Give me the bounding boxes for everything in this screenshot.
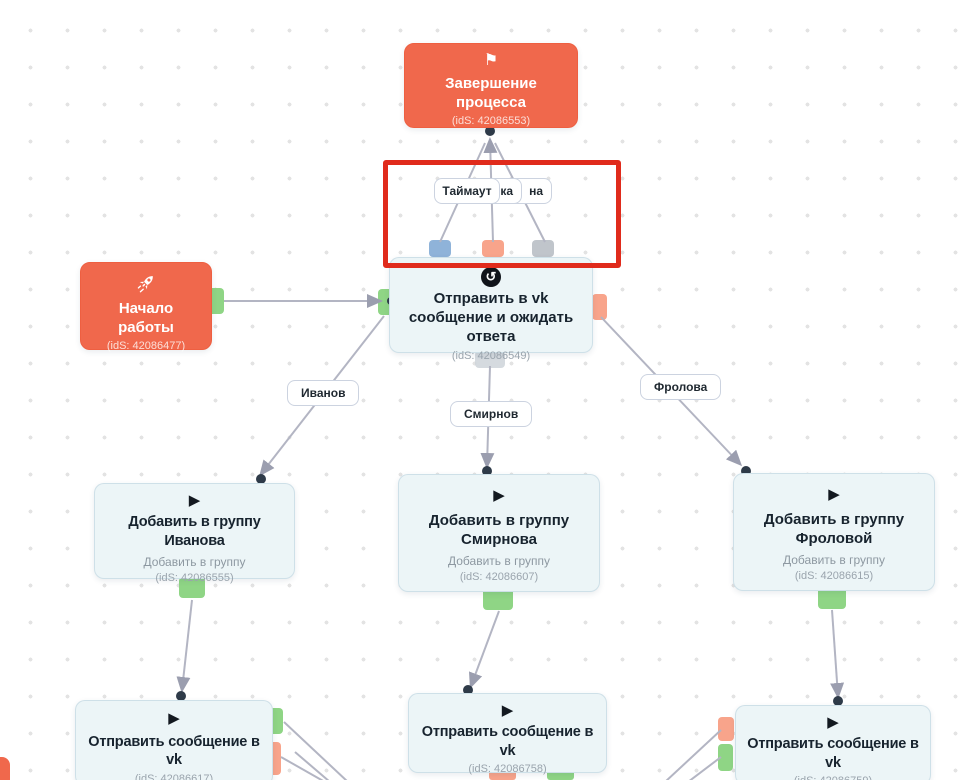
edge-label-frolova[interactable]: Фролова: [640, 374, 722, 400]
edge-label-ivanov[interactable]: Иванов: [287, 380, 360, 406]
node-id: (idS: 42086553): [451, 115, 531, 128]
port-dot-end: [485, 126, 495, 136]
node-subtitle: Добавить в группу: [143, 555, 246, 570]
node-title: Добавить в группу Иванова: [128, 514, 261, 549]
edge-group1-send1[interactable]: [176, 599, 193, 693]
edge-label-timeout[interactable]: Таймаут: [434, 178, 500, 204]
connector-send3-salmon[interactable]: [718, 717, 734, 741]
play-icon: ▶: [188, 492, 201, 509]
node-title: Начало работы: [118, 300, 174, 337]
reply-icon: ↺: [481, 267, 501, 287]
node-title: Отправить сообщение в vk: [747, 736, 919, 771]
play-icon: ▶: [827, 714, 839, 731]
edge-send1-out-3[interactable]: [294, 751, 330, 780]
node-id: (idS: 42086617): [134, 773, 214, 780]
port-dot-send2: [463, 685, 473, 695]
play-icon: ▶: [493, 486, 505, 504]
node-subtitle: Добавить в группу: [783, 553, 885, 568]
connector-wait-top-blue[interactable]: [429, 240, 451, 257]
node-title: Отправить сообщение в vk: [88, 733, 260, 769]
edge-send3-in-2[interactable]: [688, 756, 722, 780]
connector-wait-top-gray[interactable]: [532, 240, 554, 257]
play-icon: ▶: [168, 710, 180, 728]
connector-wait-out-bottom[interactable]: [475, 351, 505, 368]
connector-send3-green[interactable]: [718, 744, 733, 771]
node-id: (idS: 42086758): [468, 763, 547, 776]
node-id: (idS: 42086549): [451, 349, 531, 362]
node-group-smirnova[interactable]: ▶ Добавить в группу Смирнова Добавить в …: [398, 474, 600, 592]
node-title: Отправить в vk сообщение и ожидать ответ…: [408, 290, 574, 346]
node-id: (idS: 42086615): [794, 570, 874, 583]
node-subtitle: Добавить в группу: [448, 554, 550, 569]
play-icon: ▶: [501, 702, 514, 719]
node-start[interactable]: Начало работы (idS: 42086477): [80, 262, 212, 353]
edge-group2-send2[interactable]: [468, 610, 500, 689]
node-id: (idS: 42086607): [459, 571, 539, 584]
port-dot-send3: [833, 696, 843, 706]
node-id: (idS: 42086759): [794, 775, 872, 780]
node-vk-wait-reply[interactable]: ↺ Отправить в vk сообщение и ожидать отв…: [389, 257, 593, 362]
connector-wait-top-salmon[interactable]: [482, 240, 504, 257]
node-id: (idS: 42086555): [155, 572, 234, 585]
connector-group3-out[interactable]: [818, 587, 846, 609]
flag-icon: ⚑: [483, 52, 499, 69]
play-icon: ▶: [828, 485, 840, 503]
node-vk-send-3[interactable]: ▶ Отправить сообщение в vk (idS: 4208675…: [735, 705, 931, 780]
node-title: Добавить в группу Фроловой: [763, 511, 905, 548]
port-dot-group1: [256, 474, 266, 484]
node-end-process[interactable]: ⚑ Завершение процесса (idS: 42086553): [404, 43, 578, 128]
connector-group1-out[interactable]: [179, 577, 205, 598]
connector-wait-out-right[interactable]: [592, 294, 607, 320]
edge-group3-send3[interactable]: [830, 609, 845, 699]
node-group-frolova[interactable]: ▶ Добавить в группу Фроловой Добавить в …: [733, 473, 935, 591]
partial-node-corner[interactable]: [0, 757, 10, 780]
rocket-icon: [135, 272, 157, 294]
node-title: Добавить в группу Смирнова: [428, 512, 570, 549]
node-vk-send-2[interactable]: ▶ Отправить сообщение в vk (idS: 4208675…: [408, 693, 607, 776]
node-title: Завершение процесса: [445, 75, 537, 112]
edge-send1-out-1[interactable]: [283, 721, 348, 780]
connector-group2-out[interactable]: [483, 588, 513, 610]
edge-send3-in-1[interactable]: [665, 729, 722, 780]
node-vk-send-1[interactable]: ▶ Отправить сообщение в vk (idS: 4208661…: [75, 700, 273, 780]
edge-send1-out-2[interactable]: [280, 756, 325, 780]
node-title: Отправить сообщение в vk: [421, 724, 594, 759]
node-id: (idS: 42086477): [106, 340, 186, 353]
edge-label-smirnov[interactable]: Смирнов: [450, 401, 533, 427]
port-dot-send1: [176, 691, 186, 701]
port-dot-group2: [482, 466, 492, 476]
node-group-ivanova[interactable]: ▶ Добавить в группу Иванова Добавить в г…: [94, 483, 295, 584]
